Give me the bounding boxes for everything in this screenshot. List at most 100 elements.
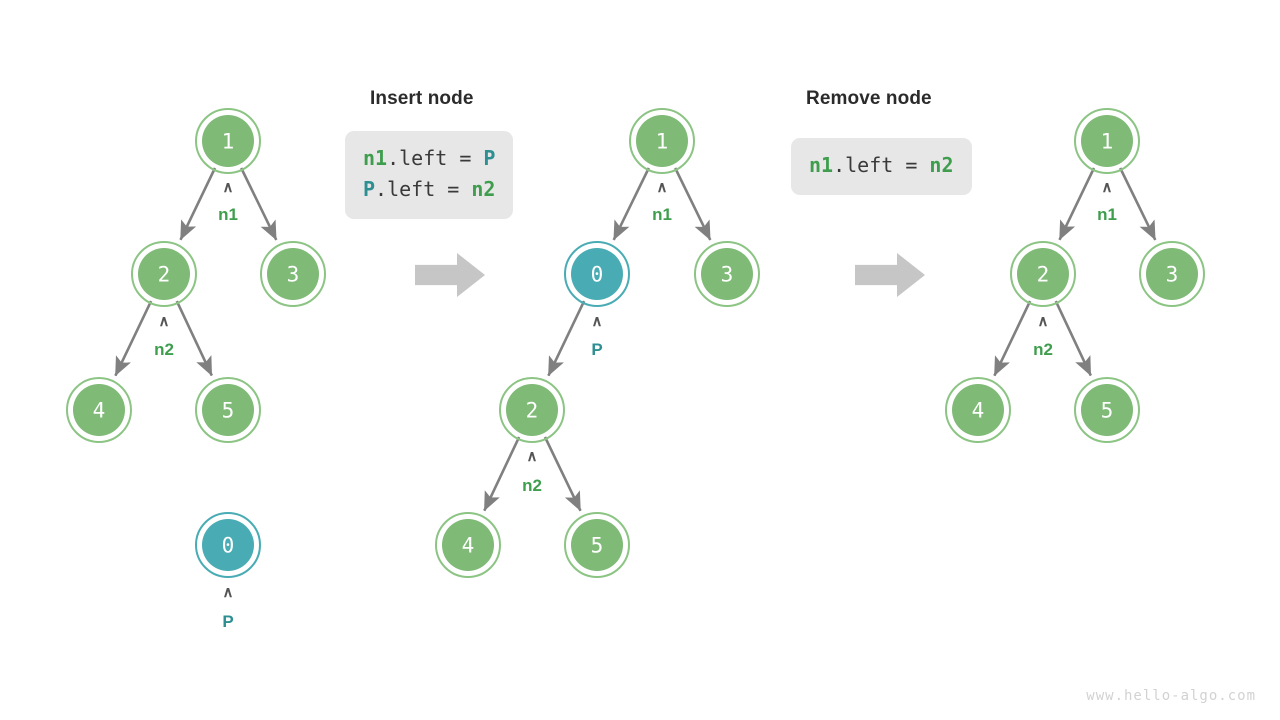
pointer-caret-icon: ∧ bbox=[223, 179, 234, 196]
code-token: P bbox=[483, 146, 496, 170]
tree-edge bbox=[175, 300, 213, 377]
tree-node-3[interactable]: 3 bbox=[694, 241, 760, 307]
watermark: www.hello-algo.com bbox=[1086, 688, 1256, 704]
tree-edge bbox=[547, 300, 586, 377]
code-token: .left = bbox=[833, 153, 930, 177]
node-value: 2 bbox=[526, 399, 539, 423]
tree-edge bbox=[993, 300, 1032, 377]
block-arrows-layer bbox=[415, 253, 925, 297]
pointer-label: P bbox=[222, 612, 233, 631]
tree-edge bbox=[1058, 167, 1096, 241]
code-line: n1.left = n2 bbox=[809, 150, 954, 181]
tree-node-3[interactable]: 3 bbox=[260, 241, 326, 307]
pointer-caret-icon: ∧ bbox=[223, 584, 234, 601]
node-body bbox=[701, 248, 753, 300]
node-body bbox=[1146, 248, 1198, 300]
tree-node-0[interactable]: 0 bbox=[564, 241, 630, 307]
node-body bbox=[138, 248, 190, 300]
pointer-label: n2 bbox=[1033, 340, 1053, 359]
node-body bbox=[571, 519, 623, 571]
node-value: 4 bbox=[462, 534, 475, 558]
node-ring bbox=[1139, 241, 1205, 307]
node-ring bbox=[694, 241, 760, 307]
node-value: 2 bbox=[1037, 263, 1050, 287]
tree-node-4[interactable]: 4 bbox=[66, 377, 132, 443]
tree-node-1[interactable]: 1 bbox=[629, 108, 695, 174]
code-token: n2 bbox=[471, 177, 496, 201]
pointer-label: n2 bbox=[522, 476, 542, 495]
node-body bbox=[202, 519, 254, 571]
nodes-layer: 1 2 3 4 5 0 1 0 3 2 4 5 1 2 3 4 5 bbox=[66, 108, 1205, 578]
tree-node-2[interactable]: 2 bbox=[1010, 241, 1076, 307]
tree-node-4[interactable]: 4 bbox=[945, 377, 1011, 443]
tree-node-3[interactable]: 3 bbox=[1139, 241, 1205, 307]
pointer-label: n1 bbox=[218, 205, 238, 224]
pointer-caret-icon: ∧ bbox=[1102, 179, 1113, 196]
code-token: n1 bbox=[363, 146, 388, 170]
node-ring bbox=[1010, 241, 1076, 307]
node-body bbox=[571, 248, 623, 300]
tree-edge bbox=[1054, 300, 1092, 377]
node-body bbox=[1081, 384, 1133, 436]
node-value: 0 bbox=[591, 263, 604, 287]
pointer-caret-icon: ∧ bbox=[592, 313, 603, 330]
code-token: n2 bbox=[929, 153, 954, 177]
node-ring bbox=[195, 108, 261, 174]
panel-title-remove: Remove node bbox=[806, 88, 932, 109]
node-value: 1 bbox=[656, 130, 669, 154]
tree-edge bbox=[674, 167, 712, 241]
code-token: .left = bbox=[387, 146, 484, 170]
node-body bbox=[1017, 248, 1069, 300]
tree-node-2[interactable]: 2 bbox=[499, 377, 565, 443]
code-box-remove: n1.left = n2 bbox=[791, 138, 972, 195]
tree-node-0[interactable]: 0 bbox=[195, 512, 261, 578]
node-body bbox=[202, 115, 254, 167]
node-ring bbox=[131, 241, 197, 307]
node-body bbox=[73, 384, 125, 436]
node-body bbox=[506, 384, 558, 436]
step-arrow-2 bbox=[855, 253, 925, 297]
tree-node-2[interactable]: 2 bbox=[131, 241, 197, 307]
tree-node-5[interactable]: 5 bbox=[195, 377, 261, 443]
node-value: 4 bbox=[93, 399, 106, 423]
node-ring bbox=[260, 241, 326, 307]
tree-edge bbox=[543, 436, 582, 512]
node-value: 1 bbox=[222, 130, 235, 154]
tree-node-1[interactable]: 1 bbox=[1074, 108, 1140, 174]
node-ring bbox=[499, 377, 565, 443]
code-token: .left = bbox=[375, 177, 472, 201]
tree-node-1[interactable]: 1 bbox=[195, 108, 261, 174]
panel-title-insert: Insert node bbox=[370, 88, 474, 109]
pointer-caret-icon: ∧ bbox=[159, 313, 170, 330]
tree-edge bbox=[179, 167, 217, 241]
node-body bbox=[1081, 115, 1133, 167]
pointer-label: n2 bbox=[154, 340, 174, 359]
node-ring bbox=[1074, 108, 1140, 174]
step-arrow-1 bbox=[415, 253, 485, 297]
node-ring bbox=[564, 512, 630, 578]
node-value: 5 bbox=[222, 399, 235, 423]
tree-node-5[interactable]: 5 bbox=[1074, 377, 1140, 443]
node-body bbox=[952, 384, 1004, 436]
tree-node-4[interactable]: 4 bbox=[435, 512, 501, 578]
node-value: 3 bbox=[287, 263, 300, 287]
pointer-label: n1 bbox=[1097, 205, 1117, 224]
node-value: 5 bbox=[1101, 399, 1114, 423]
tree-edge bbox=[240, 167, 278, 241]
edges-layer bbox=[114, 167, 1157, 512]
node-ring bbox=[195, 512, 261, 578]
tree-edge bbox=[612, 167, 650, 241]
node-ring bbox=[564, 241, 630, 307]
node-ring bbox=[1074, 377, 1140, 443]
node-value: 1 bbox=[1101, 130, 1114, 154]
node-value: 5 bbox=[591, 534, 604, 558]
pointer-caret-icon: ∧ bbox=[527, 448, 538, 465]
tree-node-5[interactable]: 5 bbox=[564, 512, 630, 578]
pointers-layer: ∧n1∧n2∧P∧n1∧P∧n2∧n1∧n2 bbox=[154, 179, 1117, 631]
node-body bbox=[267, 248, 319, 300]
node-ring bbox=[195, 377, 261, 443]
node-value: 3 bbox=[721, 263, 734, 287]
pointer-caret-icon: ∧ bbox=[657, 179, 668, 196]
